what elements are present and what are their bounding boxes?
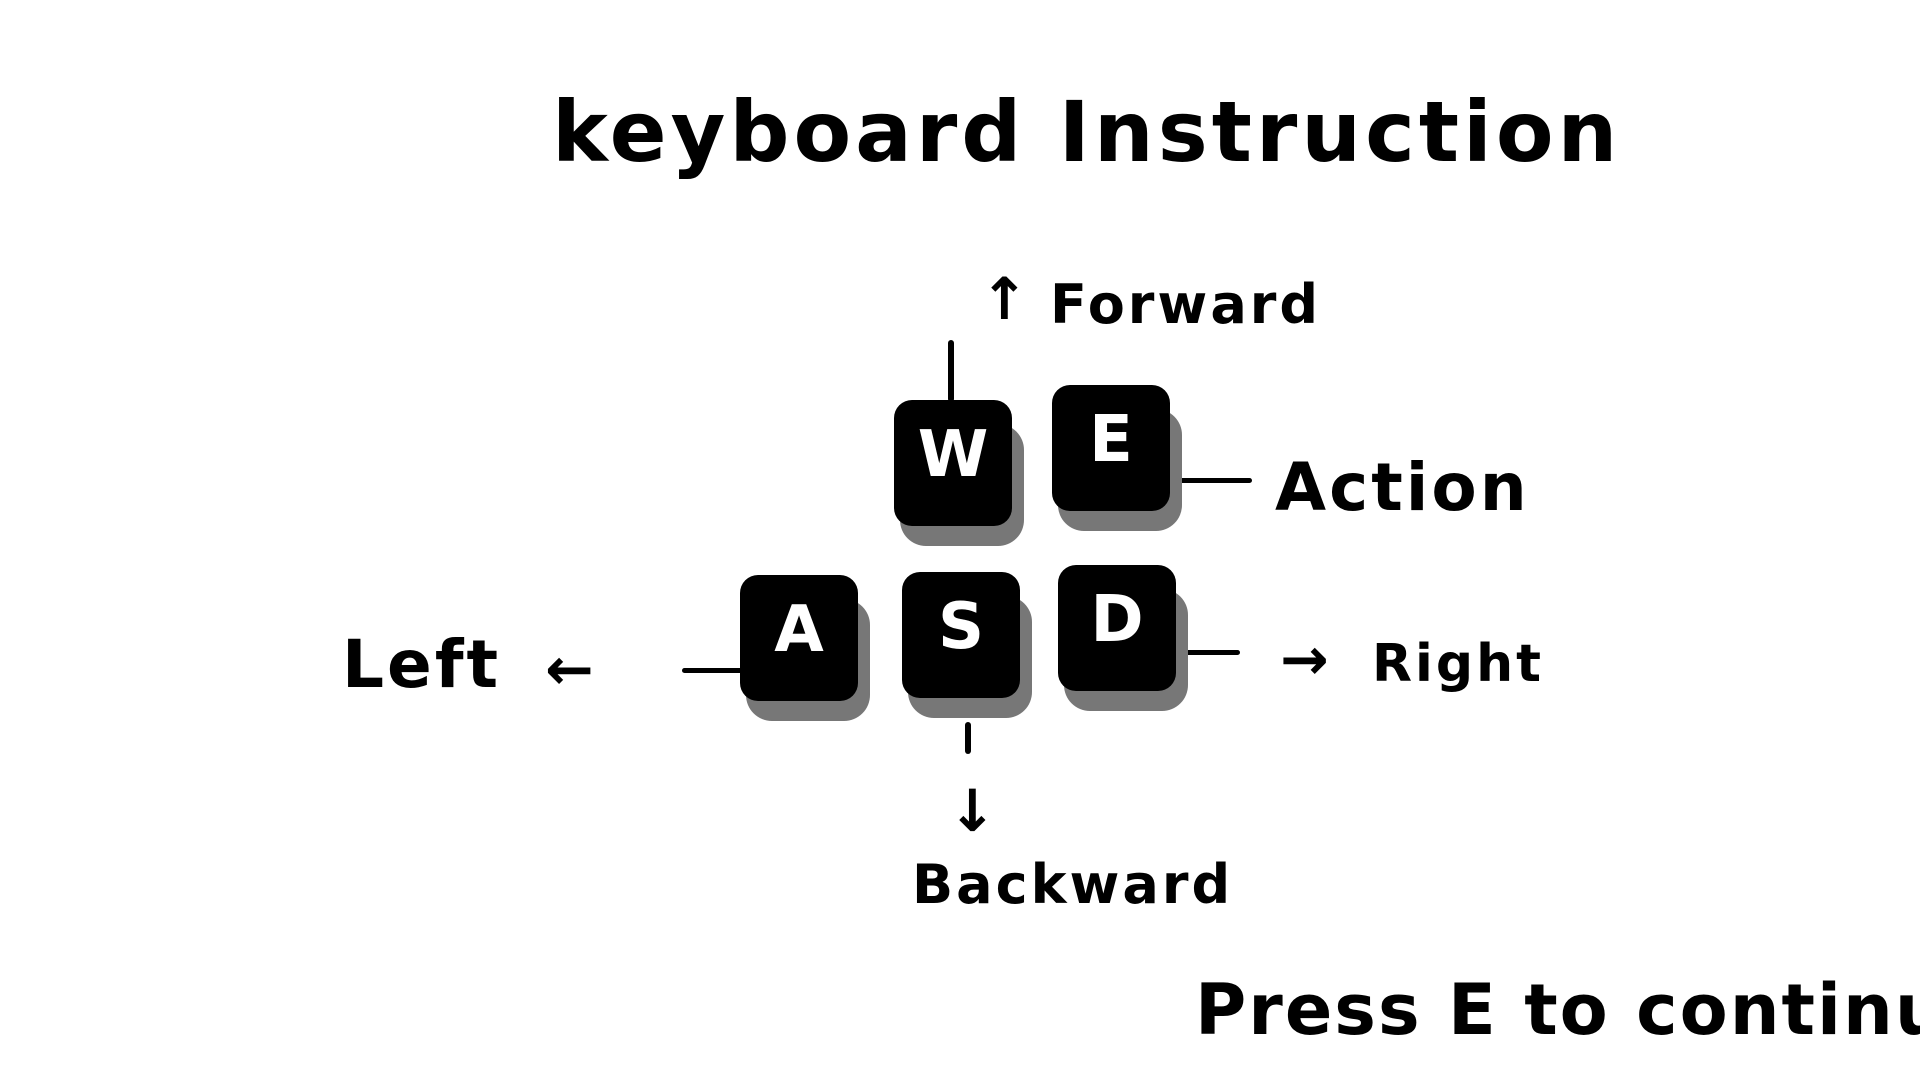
key-e-cap[interactable]: E [1052, 385, 1170, 511]
left-arrow-icon: ← [545, 635, 594, 703]
right-connector-line [1180, 650, 1240, 655]
down-arrow-icon: ↓ [948, 777, 997, 845]
continue-prompt: Press E to continue [1195, 969, 1920, 1051]
key-d[interactable]: D [1058, 565, 1188, 711]
page-title: keyboard Instruction [552, 83, 1622, 181]
key-w[interactable]: W [894, 400, 1024, 546]
backward-label: Backward [912, 853, 1234, 916]
key-e[interactable]: E [1052, 385, 1182, 531]
forward-connector-line [948, 340, 954, 402]
key-s-cap[interactable]: S [902, 572, 1020, 698]
forward-label: Forward [1050, 273, 1322, 336]
key-a[interactable]: A [740, 575, 870, 721]
key-s[interactable]: S [902, 572, 1032, 718]
key-d-cap[interactable]: D [1058, 565, 1176, 691]
backward-connector-line [965, 722, 971, 754]
key-a-cap[interactable]: A [740, 575, 858, 701]
action-connector-line [1172, 478, 1252, 483]
up-arrow-icon: ↑ [980, 265, 1029, 333]
left-connector-line [682, 668, 748, 673]
right-arrow-icon: → [1280, 625, 1329, 693]
key-w-cap[interactable]: W [894, 400, 1012, 526]
left-label: Left [342, 626, 502, 703]
action-label: Action [1275, 449, 1530, 526]
right-label: Right [1372, 634, 1544, 694]
